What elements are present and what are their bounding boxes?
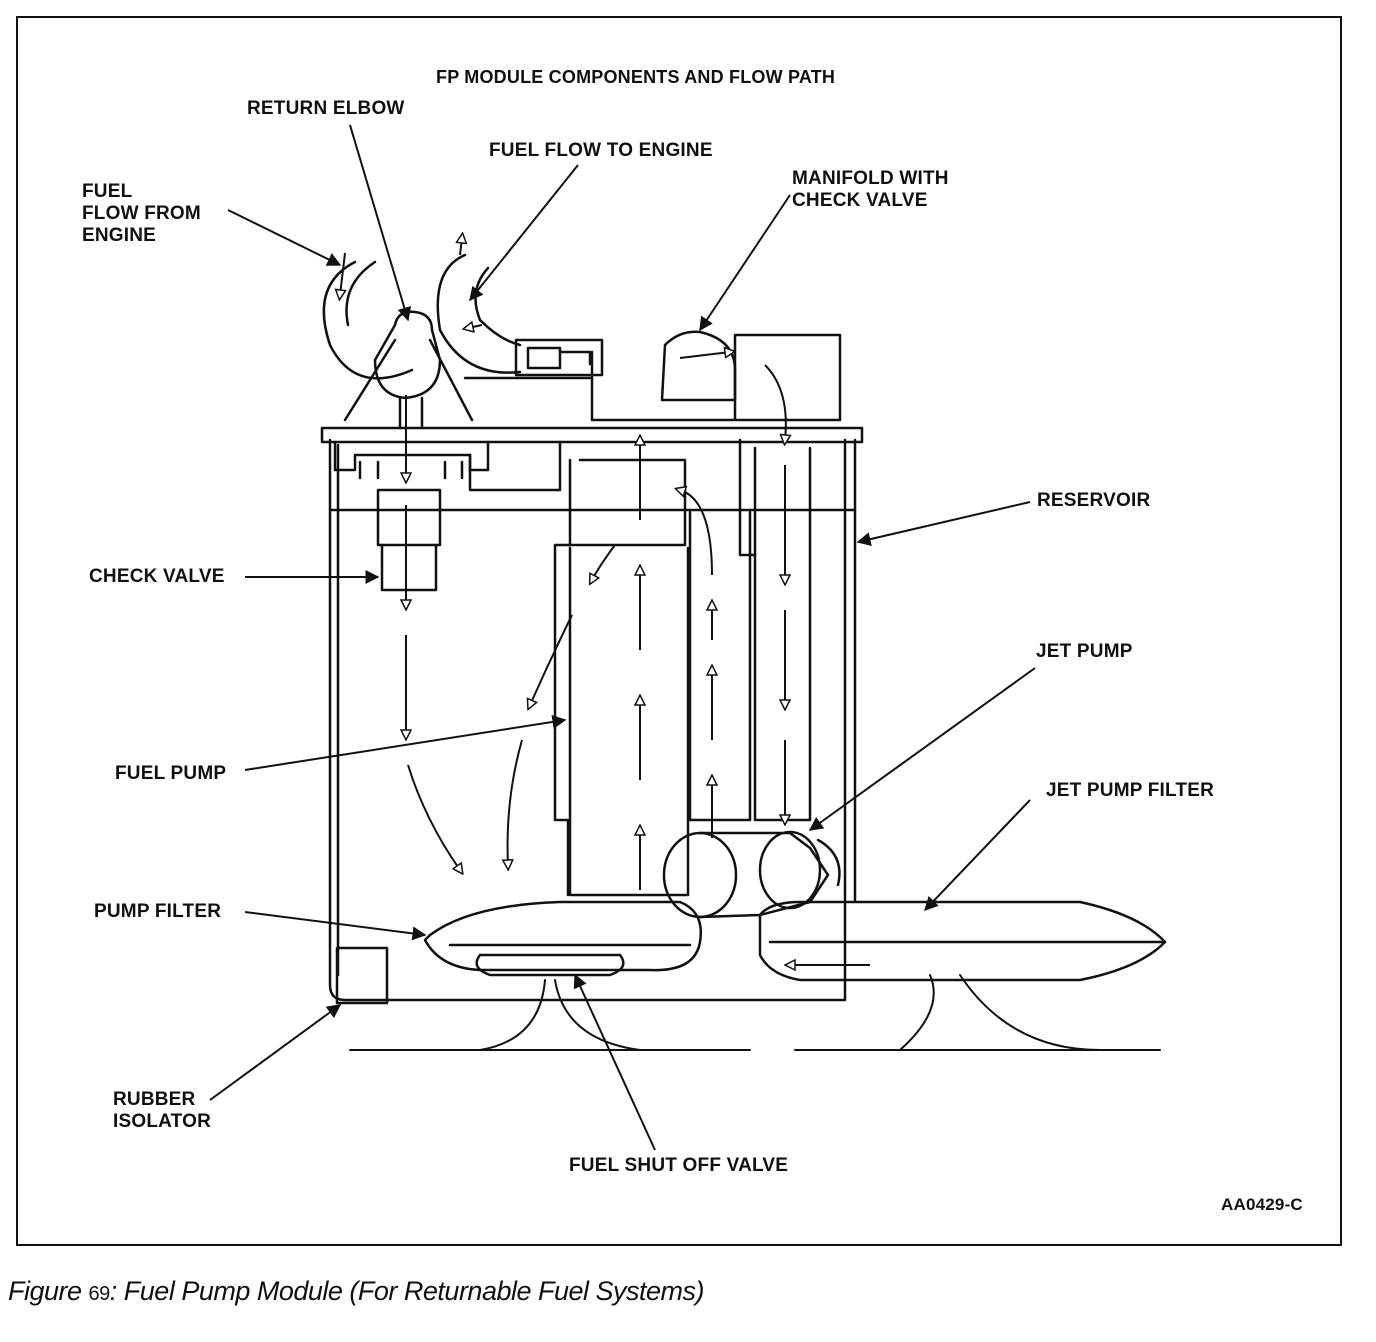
label-fuel-pump: FUEL PUMP xyxy=(115,763,227,784)
rubber-isolator xyxy=(335,946,389,1005)
label-check-valve: CHECK VALVE xyxy=(89,566,225,587)
inner-tubes xyxy=(553,438,812,897)
flow-from-engine-hose xyxy=(322,260,414,380)
reservoir-body xyxy=(328,438,857,1002)
caption-text: : Fuel Pump Module (For Returnable Fuel … xyxy=(109,1276,705,1306)
diagram-code: AA0429-C xyxy=(1221,1195,1303,1214)
label-rubber-isolator-line1: RUBBER xyxy=(113,1089,196,1110)
manifold xyxy=(463,330,842,422)
jet-pump-filter xyxy=(758,900,1167,982)
label-return-elbow: RETURN ELBOW xyxy=(247,98,405,119)
return-elbow xyxy=(343,310,474,430)
label-jet-pump: JET PUMP xyxy=(1036,641,1133,662)
label-fuel-flow-from-engine-line3: ENGINE xyxy=(82,225,157,246)
label-pump-filter: PUMP FILTER xyxy=(94,901,222,922)
diagram-title: FP MODULE COMPONENTS AND FLOW PATH xyxy=(436,67,836,87)
figure-caption: Figure 69: Fuel Pump Module (For Returna… xyxy=(8,1276,705,1307)
label-reservoir: RESERVOIR xyxy=(1037,490,1151,511)
label-jet-pump-filter: JET PUMP FILTER xyxy=(1046,780,1215,801)
jet-pump xyxy=(662,830,841,919)
label-manifold-line2: CHECK VALVE xyxy=(792,190,928,211)
hoses xyxy=(349,974,1161,1051)
label-manifold-line1: MANIFOLD WITH xyxy=(792,168,949,189)
check-valve xyxy=(358,460,464,592)
label-rubber-isolator-line2: ISOLATOR xyxy=(113,1111,212,1132)
flow-to-engine-hose xyxy=(436,253,522,374)
caption-prefix: Figure xyxy=(8,1276,82,1306)
label-fuel-flow-from-engine-line2: FLOW FROM xyxy=(82,203,201,224)
label-fuel-flow-from-engine-line1: FUEL xyxy=(82,181,133,202)
label-fuel-flow-to-engine: FUEL FLOW TO ENGINE xyxy=(489,140,713,161)
caption-number: 69 xyxy=(88,1283,111,1305)
figure-frame xyxy=(16,16,1342,1246)
pump-filter xyxy=(423,900,703,977)
label-fuel-shut-off-valve: FUEL SHUT OFF VALVE xyxy=(569,1155,789,1176)
flange xyxy=(320,426,864,492)
